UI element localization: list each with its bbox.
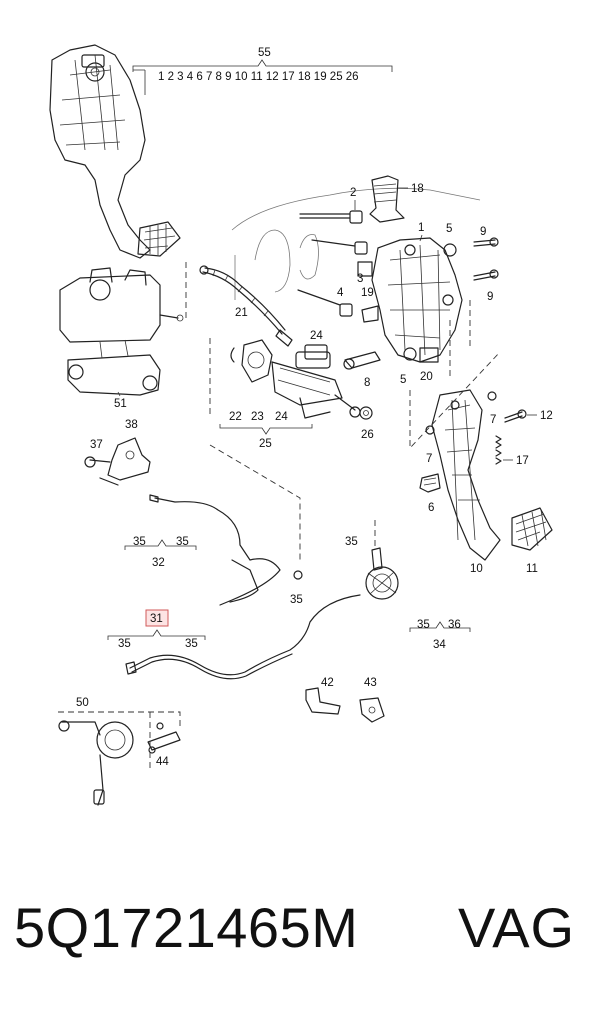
- callout-5-top: 5: [446, 223, 452, 235]
- bushing-26: [359, 406, 373, 420]
- callout-7-left: 7: [426, 453, 432, 465]
- fitting-38: [84, 437, 151, 486]
- exploded-parts-diagram: 55 1 2 3 4 6 7 8 9 10 11 12 17 18 19 25 …: [49, 44, 553, 806]
- callout-23: 23: [251, 411, 264, 423]
- callout-20: 20: [420, 371, 433, 383]
- clip-24: [304, 344, 328, 360]
- brand-label: VAG: [458, 896, 576, 959]
- callout-10: 10: [470, 563, 483, 575]
- callout-55-list: 1 2 3 4 6 7 8 9 10 11 12 17 18 19 25 26: [158, 71, 359, 83]
- fitting-44: [147, 722, 181, 754]
- callout-50: 50: [76, 697, 89, 709]
- callout-35-b: 35: [133, 536, 146, 548]
- pedal-bracket-1: [371, 237, 463, 363]
- callout-2: 2: [350, 187, 356, 199]
- callout-21: 21: [235, 307, 248, 319]
- clip-43: [359, 697, 385, 723]
- callout-5-bottom: 5: [400, 374, 406, 386]
- callout-42: 42: [321, 677, 334, 689]
- brake-pedal-10: [431, 389, 501, 561]
- footer: 5Q1721465M VAG: [0, 895, 600, 985]
- callout-36: 36: [448, 619, 461, 631]
- clip-35-right: [293, 570, 303, 580]
- callout-24-top: 24: [310, 330, 323, 342]
- callout-18: 18: [411, 183, 424, 195]
- reservoir-master-cylinder: [59, 267, 184, 396]
- clutch-pedal-assembly-top: [49, 44, 181, 259]
- callout-51: 51: [114, 398, 127, 410]
- callout-35-e: 35: [118, 638, 131, 650]
- callout-35-a: 35: [345, 536, 358, 548]
- pedal-pad-11: [511, 507, 553, 551]
- callout-24-bottom: 24: [275, 411, 288, 423]
- callout-43: 43: [364, 677, 377, 689]
- slave-cylinder-50: [58, 720, 134, 806]
- highlight-31: [145, 609, 169, 627]
- callout-22: 22: [229, 411, 242, 423]
- concentric-slave-cylinder: [365, 547, 399, 600]
- callout-1: 1: [418, 222, 424, 234]
- callout-26: 26: [361, 429, 374, 441]
- bump-stop-18: [369, 175, 405, 223]
- pin-8: [343, 351, 381, 370]
- callout-35-f: 35: [185, 638, 198, 650]
- callout-8: 8: [364, 377, 370, 389]
- fastener-studs: [297, 210, 499, 363]
- callout-31: 31: [150, 613, 163, 625]
- callout-35-g: 35: [417, 619, 430, 631]
- nut-7: [425, 391, 497, 435]
- callout-34: 34: [433, 639, 446, 651]
- callout-32: 32: [152, 557, 165, 569]
- callout-55-bracket: [132, 59, 393, 95]
- callout-35-d: 35: [290, 594, 303, 606]
- clutch-line-32: [149, 494, 281, 606]
- bolt-12: [504, 409, 527, 423]
- callout-35-c: 35: [176, 536, 189, 548]
- part-number: 5Q1721465M: [14, 896, 359, 959]
- bracket-42: [305, 687, 341, 715]
- callout-11: 11: [526, 563, 538, 575]
- callout-9-bottom: 9: [487, 291, 493, 303]
- vehicle-body-ghost-outline: [231, 187, 481, 300]
- callout-19: 19: [361, 287, 374, 299]
- clutch-line-31: [125, 594, 361, 680]
- callout-37: 37: [90, 439, 103, 451]
- hose-21: [199, 265, 293, 347]
- callout-4: 4: [337, 287, 344, 299]
- master-cylinder-22-26: [230, 339, 361, 419]
- callout-44: 44: [156, 756, 169, 768]
- callout-9-top: 9: [480, 226, 486, 238]
- callout-38: 38: [125, 419, 138, 431]
- callout-6: 6: [428, 502, 434, 514]
- spring-17: [495, 435, 502, 465]
- pad-6: [419, 473, 441, 493]
- callout-3: 3: [357, 273, 363, 285]
- callout-7-right: 7: [490, 414, 496, 426]
- callout-55: 55: [258, 47, 271, 59]
- callout-12: 12: [540, 410, 553, 422]
- callout-17: 17: [516, 455, 529, 467]
- callout-25: 25: [259, 438, 272, 450]
